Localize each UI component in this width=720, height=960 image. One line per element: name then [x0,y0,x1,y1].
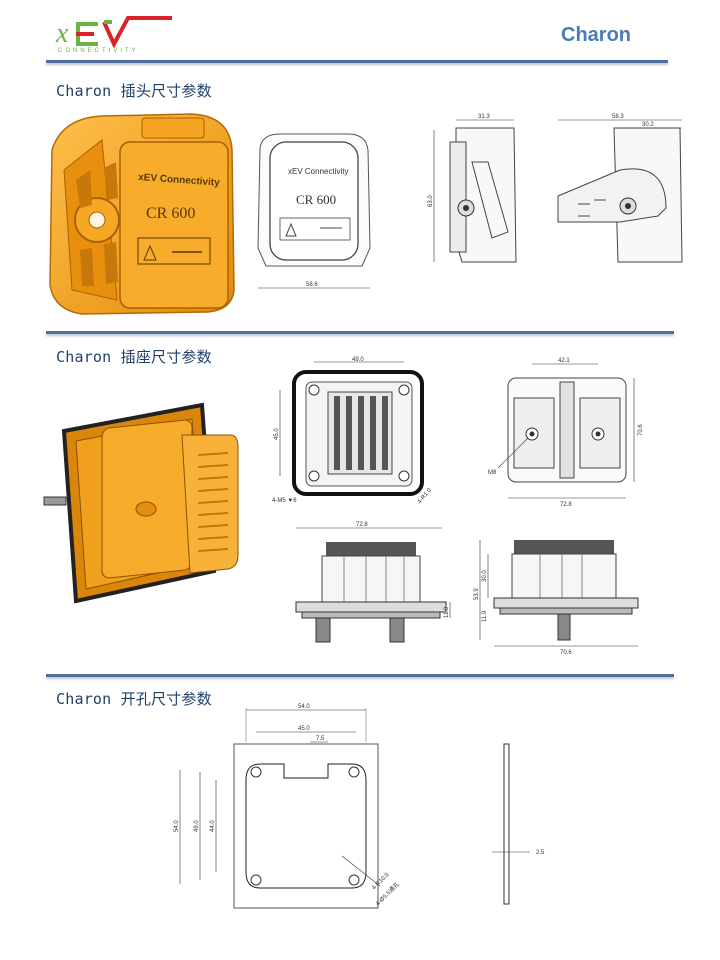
plug-3d-render: xEV Connectivity CR 600 [49,113,235,315]
logo: x CONNECTIVITY [54,14,184,58]
dim-socket-side-h1: 30.0 [482,570,488,582]
xev-logo-graphic: x [55,16,172,49]
socket-top-view: 49.0 45.0 4-M5 ▼6 4-R1.0 [272,357,434,505]
dim-plug-height: 63.0 [428,195,434,207]
dim-plug-width: 58.6 [306,282,318,288]
plug-side-view-2: 58.3 30.2 [557,114,683,263]
cutout-thickness-view: 2.5 [492,743,545,905]
dim-socket-stud: M8 [488,470,497,476]
plug-front-model: CR 600 [296,192,336,207]
dim-cutout-inner-height: 44.0 [210,820,216,832]
socket-rear-view: 42.1 70.6 72.8 M8 [488,358,644,508]
dim-cutout-outer-width: 54.0 [298,704,310,710]
dim-socket-rear-spacing: 42.1 [558,358,570,364]
plug-front-brand: xEV Connectivity [288,167,348,176]
dim-socket-side-h2: 11.9 [482,610,488,622]
dim-cutout-notch: 7.5 [316,736,325,742]
dim-cutout-thickness: 2.5 [536,850,545,856]
dim-socket-rear-width: 72.8 [560,502,572,508]
svg-text:x: x [55,18,69,49]
dim-plug-side-width: 58.3 [612,114,624,120]
page-title: Charon [561,24,631,46]
dim-cutout-hole-height: 49.0 [194,820,200,832]
header-rule [46,60,668,63]
dim-cutout-inner-width: 45.0 [298,726,310,732]
socket-3d-render [43,402,239,604]
section-title-cutout: Charon 开孔尺寸参数 [56,690,212,708]
dim-socket-front-h1: 11.0 [444,606,450,618]
dim-socket-front-width: 72.8 [356,522,368,528]
dim-plug-side-inner: 30.2 [642,122,654,128]
dim-socket-top-width: 49.0 [352,357,364,363]
dim-socket-side-total: 53.9 [474,588,480,600]
logo-subtext: CONNECTIVITY [58,48,139,54]
section-rule-socket [46,331,674,334]
dim-plug-side-depth: 31.3 [478,114,490,120]
dim-socket-side-width: 70.6 [560,650,572,656]
dim-socket-holes: 4-M5 ▼6 [272,498,297,504]
dim-socket-rear-height: 70.6 [638,424,644,436]
section-title-socket: Charon 插座尺寸参数 [56,348,212,366]
plug-model-label: CR 600 [146,205,195,222]
plug-side-view: 31.3 63.0 [428,114,517,263]
section-title-plug: Charon 插头尺寸参数 [56,82,212,100]
dim-socket-top-height: 45.0 [274,428,280,440]
plug-front-view: xEV Connectivity CR 600 58.6 [257,133,371,289]
section-rule-cutout [46,674,674,677]
cutout-drawing: 54.0 45.0 7.5 54.0 49.0 44.0 4-R10.0 4-Ø… [174,704,401,909]
socket-side-view: 53.9 30.0 11.9 70.6 [474,540,639,656]
socket-front-view: 72.8 11.0 [295,522,451,643]
dim-cutout-outer-height: 54.0 [174,820,180,832]
